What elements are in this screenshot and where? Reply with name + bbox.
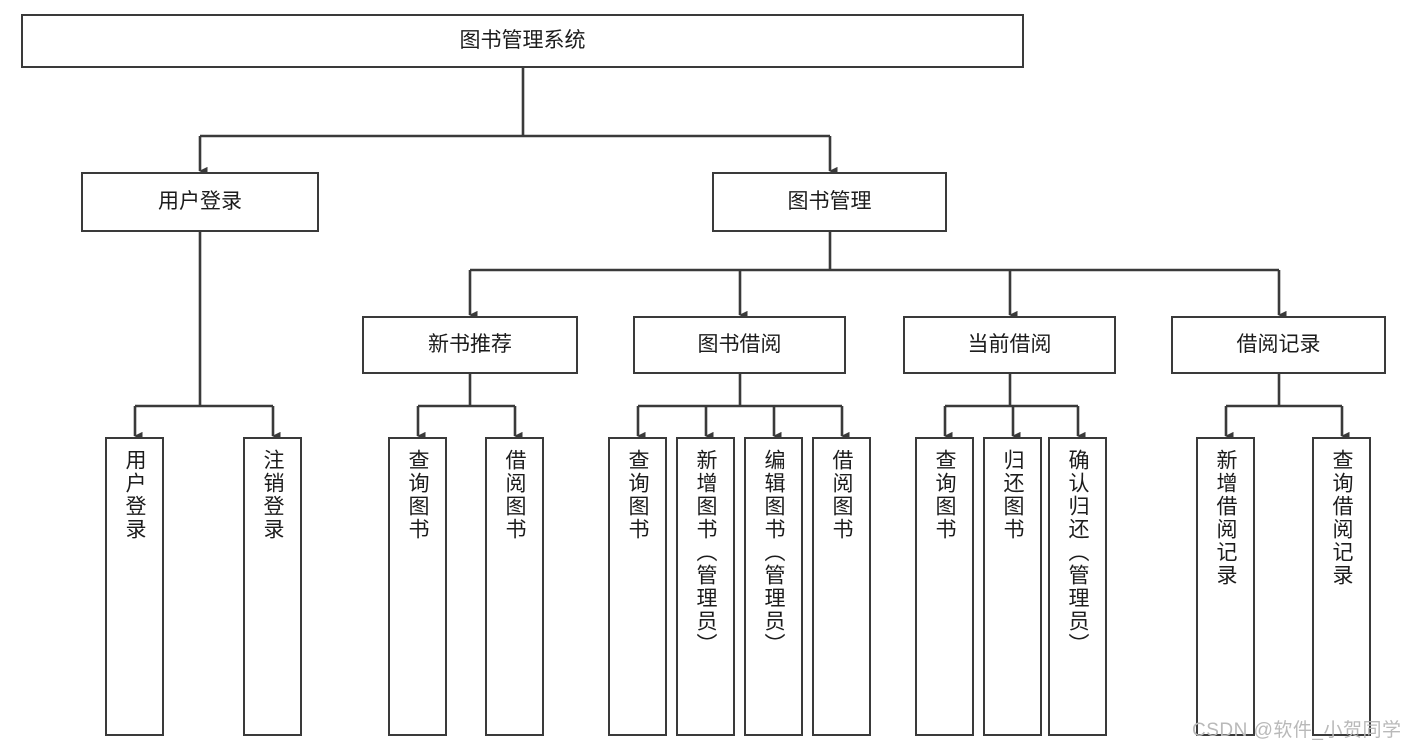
node-leaf-edit-book[interactable]: 编辑图书（管理员） [744, 437, 803, 736]
node-label: 用户登录 [158, 189, 242, 213]
node-label: 图书借阅 [697, 332, 782, 356]
node-label: 图书管理 [787, 189, 872, 213]
node-leaf-add-book[interactable]: 新增图书（管理员） [676, 437, 735, 736]
node-label: 借阅记录 [1236, 332, 1321, 356]
watermark-text: CSDN @软件_小贺同学 [1192, 720, 1402, 741]
node-label: 当前借阅 [967, 332, 1052, 356]
node-new-book-rec[interactable]: 新书推荐 [362, 316, 578, 374]
node-label: 查询图书 [626, 449, 649, 541]
node-leaf-logout[interactable]: 注销登录 [243, 437, 302, 736]
node-label: 借阅图书 [830, 449, 853, 541]
node-current-borrow[interactable]: 当前借阅 [903, 316, 1116, 374]
node-leaf-query-record[interactable]: 查询借阅记录 [1312, 437, 1371, 736]
node-label: 查询借阅记录 [1330, 449, 1353, 587]
node-label: 注销登录 [261, 449, 284, 541]
node-leaf-borrow-book-2[interactable]: 借阅图书 [812, 437, 871, 736]
node-root[interactable]: 图书管理系统 [21, 14, 1024, 68]
node-leaf-add-record[interactable]: 新增借阅记录 [1196, 437, 1255, 736]
node-leaf-return-book[interactable]: 归还图书 [983, 437, 1042, 736]
node-book-borrow[interactable]: 图书借阅 [633, 316, 846, 374]
node-user-login[interactable]: 用户登录 [81, 172, 319, 232]
node-label: 借阅图书 [503, 449, 526, 541]
node-leaf-confirm-return[interactable]: 确认归还（管理员） [1048, 437, 1107, 736]
node-label: 归还图书 [1001, 449, 1024, 541]
node-label: 新书推荐 [428, 332, 512, 356]
node-label: 查询图书 [406, 449, 429, 541]
node-label: 图书管理系统 [459, 28, 586, 52]
node-leaf-user-login[interactable]: 用户登录 [105, 437, 164, 736]
node-label: 确认归还（管理员） [1066, 449, 1089, 656]
edge-group [133, 68, 1350, 441]
node-leaf-borrow-book-1[interactable]: 借阅图书 [485, 437, 544, 736]
node-label: 新增图书（管理员） [694, 449, 717, 656]
node-book-manage[interactable]: 图书管理 [712, 172, 947, 232]
node-borrow-record[interactable]: 借阅记录 [1171, 316, 1386, 374]
node-leaf-query-book-2[interactable]: 查询图书 [608, 437, 667, 736]
node-label: 编辑图书（管理员） [762, 449, 785, 656]
node-label: 查询图书 [933, 449, 956, 541]
node-label: 用户登录 [123, 449, 146, 541]
node-leaf-query-book-3[interactable]: 查询图书 [915, 437, 974, 736]
node-leaf-query-book-1[interactable]: 查询图书 [388, 437, 447, 736]
node-label: 新增借阅记录 [1214, 449, 1237, 587]
